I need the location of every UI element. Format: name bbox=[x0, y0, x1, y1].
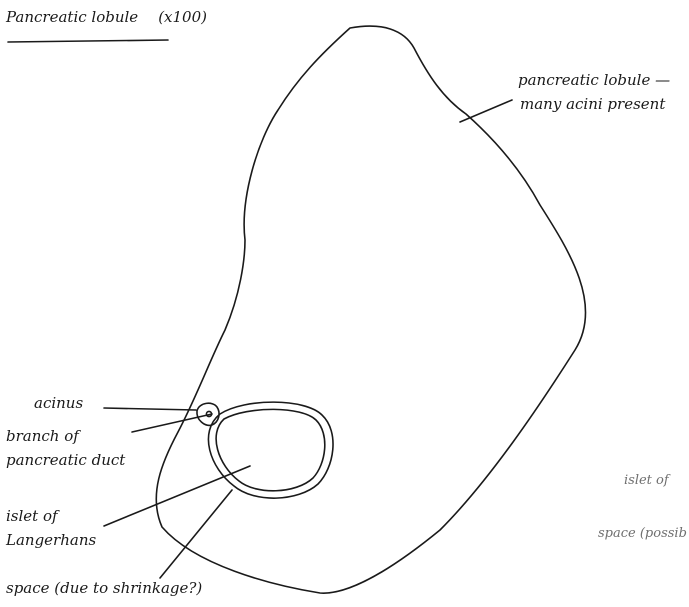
islet-outer-boundary bbox=[208, 402, 333, 498]
label-islet-cutoff: islet of bbox=[624, 474, 669, 489]
leader-acinus bbox=[104, 408, 196, 410]
label-space-cutoff: space (possib bbox=[598, 527, 687, 542]
leader-lobule bbox=[460, 100, 512, 122]
label-lobule-line1: pancreatic lobule — bbox=[518, 72, 670, 89]
leader-duct bbox=[132, 414, 212, 432]
magnification-label: (x100) bbox=[158, 8, 207, 26]
label-duct-line2: pancreatic duct bbox=[6, 452, 125, 469]
page-title: Pancreatic lobule bbox=[6, 8, 138, 26]
label-acinus: acinus bbox=[34, 395, 83, 412]
label-islet-line2: Langerhans bbox=[6, 532, 96, 549]
leader-space bbox=[160, 490, 232, 578]
islet-of-langerhans bbox=[216, 409, 325, 490]
label-lobule-line2: many acini present bbox=[520, 96, 665, 113]
label-islet-line1: islet of bbox=[6, 508, 58, 525]
label-duct-line1: branch of bbox=[6, 428, 79, 445]
title-underline bbox=[8, 40, 168, 42]
label-space: space (due to shrinkage?) bbox=[6, 580, 202, 597]
title-block: Pancreatic lobule (x100) bbox=[6, 8, 207, 27]
